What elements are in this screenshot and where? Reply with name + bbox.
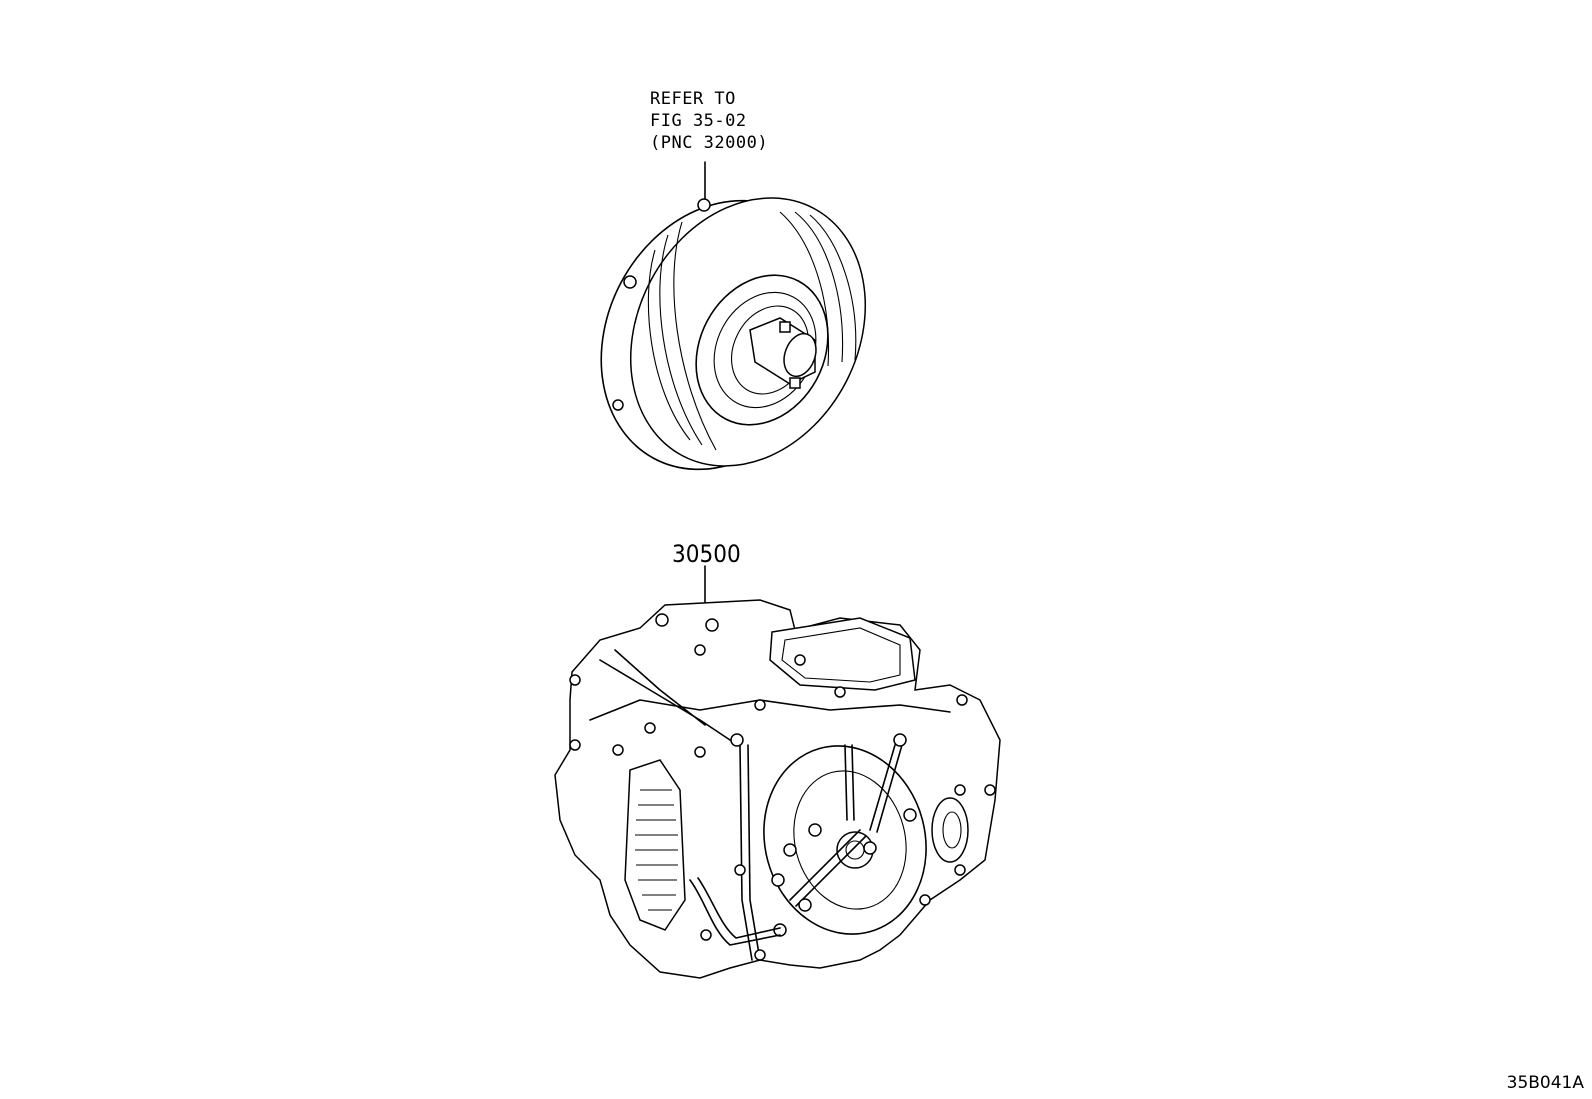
part-number-label: 30500 (672, 540, 741, 568)
refer-line-3: (PNC 32000) (650, 133, 769, 153)
transmission-assembly-icon (554, 565, 1001, 979)
figure-id-label: 35B041A (1506, 1073, 1584, 1093)
refer-line-2: FIG 35-02 (650, 111, 747, 131)
refer-to-callout: REFER TO FIG 35-02 (PNC 32000) (650, 88, 768, 154)
torque-converter-icon (600, 161, 867, 471)
refer-line-1: REFER TO (650, 89, 736, 109)
